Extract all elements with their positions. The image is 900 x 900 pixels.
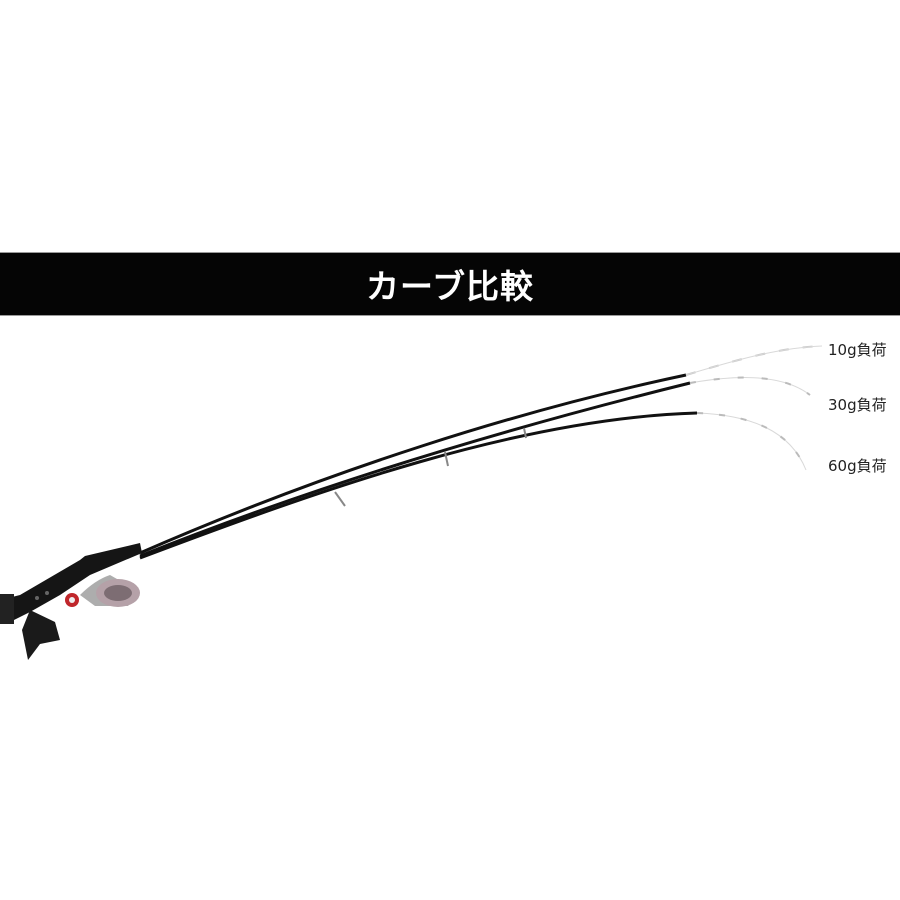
reel bbox=[65, 575, 140, 607]
load-label-10g: 10g負荷 bbox=[828, 341, 887, 359]
page-title: カーブ比較 bbox=[365, 267, 535, 306]
rod-handle bbox=[0, 543, 142, 660]
load-label-30g: 30g負荷 bbox=[828, 396, 887, 414]
rod-blank-30g bbox=[139, 376, 811, 558]
title-bar: カーブ比較 bbox=[0, 252, 900, 316]
rod-blank-10g bbox=[139, 345, 823, 555]
load-label-60g: 60g負荷 bbox=[828, 457, 887, 475]
rod-guides bbox=[334, 427, 527, 507]
rod-blank-60g bbox=[139, 411, 807, 560]
